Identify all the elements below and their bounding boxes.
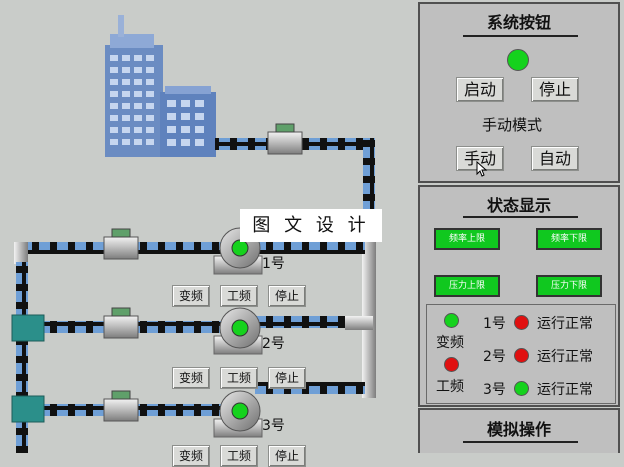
pump-1-icon: [213, 227, 263, 275]
status-panel-title: 状态显示: [486, 196, 551, 215]
valve-icon: [103, 228, 139, 260]
system-panel-title: 系统按钮: [486, 13, 551, 32]
pressure-lower-alarm: 压力下限: [536, 275, 602, 297]
pipe-segment: [345, 316, 373, 330]
status-pump-1-indicator: [514, 315, 529, 330]
tee-fitting: [11, 314, 45, 342]
pipe-segment: [16, 262, 28, 453]
pf-indicator: [444, 357, 459, 372]
pump-1-vf-button[interactable]: 变频: [172, 285, 210, 307]
freq-lower-alarm: 频率下限: [536, 228, 602, 250]
pump-3-pf-button[interactable]: 工频: [220, 445, 258, 467]
process-diagram: [11, 15, 376, 453]
pump-3-label: 3号: [262, 418, 285, 434]
pump-1-stop-button[interactable]: 停止: [268, 285, 306, 307]
vf-indicator: [444, 313, 459, 328]
divider: [463, 441, 578, 443]
valve-icon: [103, 307, 139, 339]
freq-upper-alarm: 频率上限: [434, 228, 500, 250]
pressure-upper-alarm: 压力上限: [434, 275, 500, 297]
mode-label: 手动模式: [482, 116, 543, 134]
valve-icon: [103, 390, 139, 422]
system-buttons-panel: 系统按钮 启动 停止 手动模式 手动 自动: [418, 2, 620, 183]
pump-3-icon: [213, 390, 263, 438]
pump-3-vf-button[interactable]: 变频: [172, 445, 210, 467]
building-icon: [105, 15, 216, 157]
status-pump-1-number: 1号: [483, 316, 506, 332]
start-button[interactable]: 启动: [456, 77, 504, 102]
scada-screen: 图 文 设 计 1号 2号 3号 变频 工频 停止 变频 工频 停止 变频 工频…: [11, 2, 620, 467]
pipe-segment: [14, 242, 28, 264]
pipe-segment: [255, 316, 350, 328]
pump-1-pf-button[interactable]: 工频: [220, 285, 258, 307]
auto-button[interactable]: 自动: [531, 146, 579, 171]
status-pump-3-indicator: [514, 381, 529, 396]
status-panel: 状态显示 频率上限 频率下限 压力上限 压力下限 变频 工频 1号 运行正常 2…: [418, 185, 620, 407]
system-run-indicator: [507, 49, 529, 71]
pump-2-pf-button[interactable]: 工频: [220, 367, 258, 389]
valve-icon: [267, 123, 303, 155]
vf-label: 变频: [436, 335, 464, 351]
pump-3-stop-button[interactable]: 停止: [268, 445, 306, 467]
status-pump-2-text: 运行正常: [537, 349, 593, 365]
pump-2-vf-button[interactable]: 变频: [172, 367, 210, 389]
divider: [463, 35, 578, 37]
status-pump-3-text: 运行正常: [537, 382, 593, 398]
sim-panel-title: 模拟操作: [486, 420, 551, 439]
pf-label: 工频: [436, 379, 464, 395]
status-pump-3-number: 3号: [483, 382, 506, 398]
pump-2-label: 2号: [262, 336, 285, 352]
pump-2-stop-button[interactable]: 停止: [268, 367, 306, 389]
pump-1-label: 1号: [262, 256, 285, 272]
simulation-panel: 模拟操作: [418, 408, 620, 453]
divider: [463, 216, 578, 218]
watermark-text: 图 文 设 计: [240, 209, 382, 242]
status-pump-1-text: 运行正常: [537, 316, 593, 332]
pump-status-box: 变频 工频 1号 运行正常 2号 运行正常 3号 运行正常: [426, 304, 616, 404]
pipe-segment: [255, 242, 365, 254]
status-pump-2-number: 2号: [483, 349, 506, 365]
cursor-icon: [476, 161, 488, 177]
pump-2-icon: [213, 307, 263, 355]
tee-fitting: [11, 395, 45, 423]
stop-button[interactable]: 停止: [531, 77, 579, 102]
status-pump-2-indicator: [514, 348, 529, 363]
